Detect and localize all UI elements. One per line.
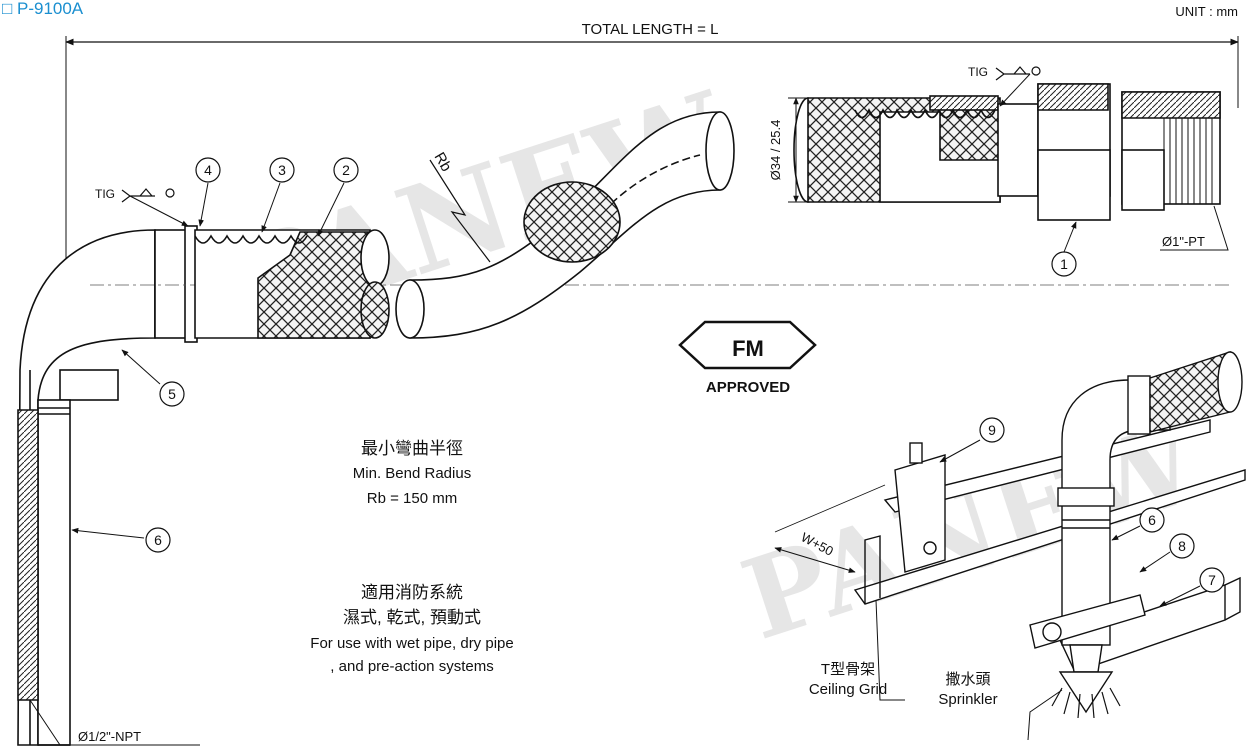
callout-7-num: 7 — [1208, 572, 1216, 588]
weld-symbol-right: TIG — [968, 65, 1041, 107]
callout-3: 3 — [261, 157, 295, 233]
hose-left — [194, 229, 390, 339]
installation-illustration — [853, 351, 1246, 719]
hose-right-fittings — [793, 83, 1221, 221]
callout-1-num: 1 — [1060, 256, 1068, 272]
bend-radius-note: 最小彎曲半徑 Min. Bend Radius Rb = 150 mm — [353, 439, 471, 507]
systems-en-2: , and pre-action systems — [330, 658, 493, 675]
thread-right: Ø1"-PT — [1160, 205, 1229, 251]
tig-right-label: TIG — [968, 65, 988, 79]
systems-zh-2: 濕式, 乾式, 預動式 — [343, 608, 481, 627]
hose-middle — [395, 111, 735, 339]
bend-radius-en: Min. Bend Radius — [353, 465, 471, 482]
fm-badge-text: FM — [732, 336, 764, 361]
callout-1: 1 — [1051, 221, 1077, 277]
unit-label: UNIT : mm — [1175, 4, 1238, 19]
elbow-and-pipe — [17, 225, 1230, 746]
diameter-dimension: Ø34 / 25.4 — [768, 97, 808, 203]
callout-8-num: 8 — [1178, 538, 1186, 554]
total-length-label: TOTAL LENGTH = L — [582, 21, 719, 38]
callout-6: 6 — [71, 527, 171, 553]
systems-zh-1: 適用消防系統 — [361, 583, 463, 602]
callout-3-num: 3 — [278, 162, 286, 178]
callout-6-install: 6 — [1111, 507, 1165, 541]
weld-symbol-left: TIG — [95, 187, 189, 227]
callout-9-num: 9 — [988, 422, 996, 438]
grid-en: Ceiling Grid — [809, 681, 887, 698]
callout-2: 2 — [317, 157, 359, 237]
ceiling-grid-label: T型骨架 Ceiling Grid — [809, 599, 905, 701]
callout-4: 4 — [195, 157, 221, 227]
sprinkler-en: Sprinkler — [938, 691, 997, 708]
bend-radius-zh: 最小彎曲半徑 — [361, 439, 463, 458]
sprinkler-label: 撒水頭 Sprinkler — [938, 671, 1063, 741]
callout-6-num: 6 — [154, 532, 162, 548]
systems-en-1: For use with wet pipe, dry pipe — [310, 635, 513, 652]
model-title: □ P-9100A — [2, 0, 84, 18]
bend-radius-value: Rb = 150 mm — [367, 490, 457, 507]
thread-right-label: Ø1"-PT — [1162, 234, 1205, 249]
diameter-label: Ø34 / 25.4 — [768, 120, 783, 181]
grid-zh: T型骨架 — [821, 661, 875, 678]
callout-6-install-num: 6 — [1148, 512, 1156, 528]
fm-approved-badge: FM APPROVED — [678, 320, 817, 396]
thread-bottom-label: Ø1/2"-NPT — [78, 729, 141, 744]
callout-4-num: 4 — [204, 162, 212, 178]
callout-7: 7 — [1159, 567, 1225, 607]
callout-5: 5 — [121, 349, 185, 407]
sprinkler-zh: 撒水頭 — [945, 671, 990, 688]
systems-note: 適用消防系統 濕式, 乾式, 預動式 For use with wet pipe… — [310, 583, 513, 675]
callout-2-num: 2 — [342, 162, 350, 178]
thread-bottom: Ø1/2"-NPT — [29, 699, 200, 746]
approved-text: APPROVED — [706, 379, 790, 396]
callout-8: 8 — [1139, 533, 1195, 573]
callout-5-num: 5 — [168, 386, 176, 402]
tig-left-label: TIG — [95, 187, 115, 201]
callout-9: 9 — [939, 417, 1005, 463]
